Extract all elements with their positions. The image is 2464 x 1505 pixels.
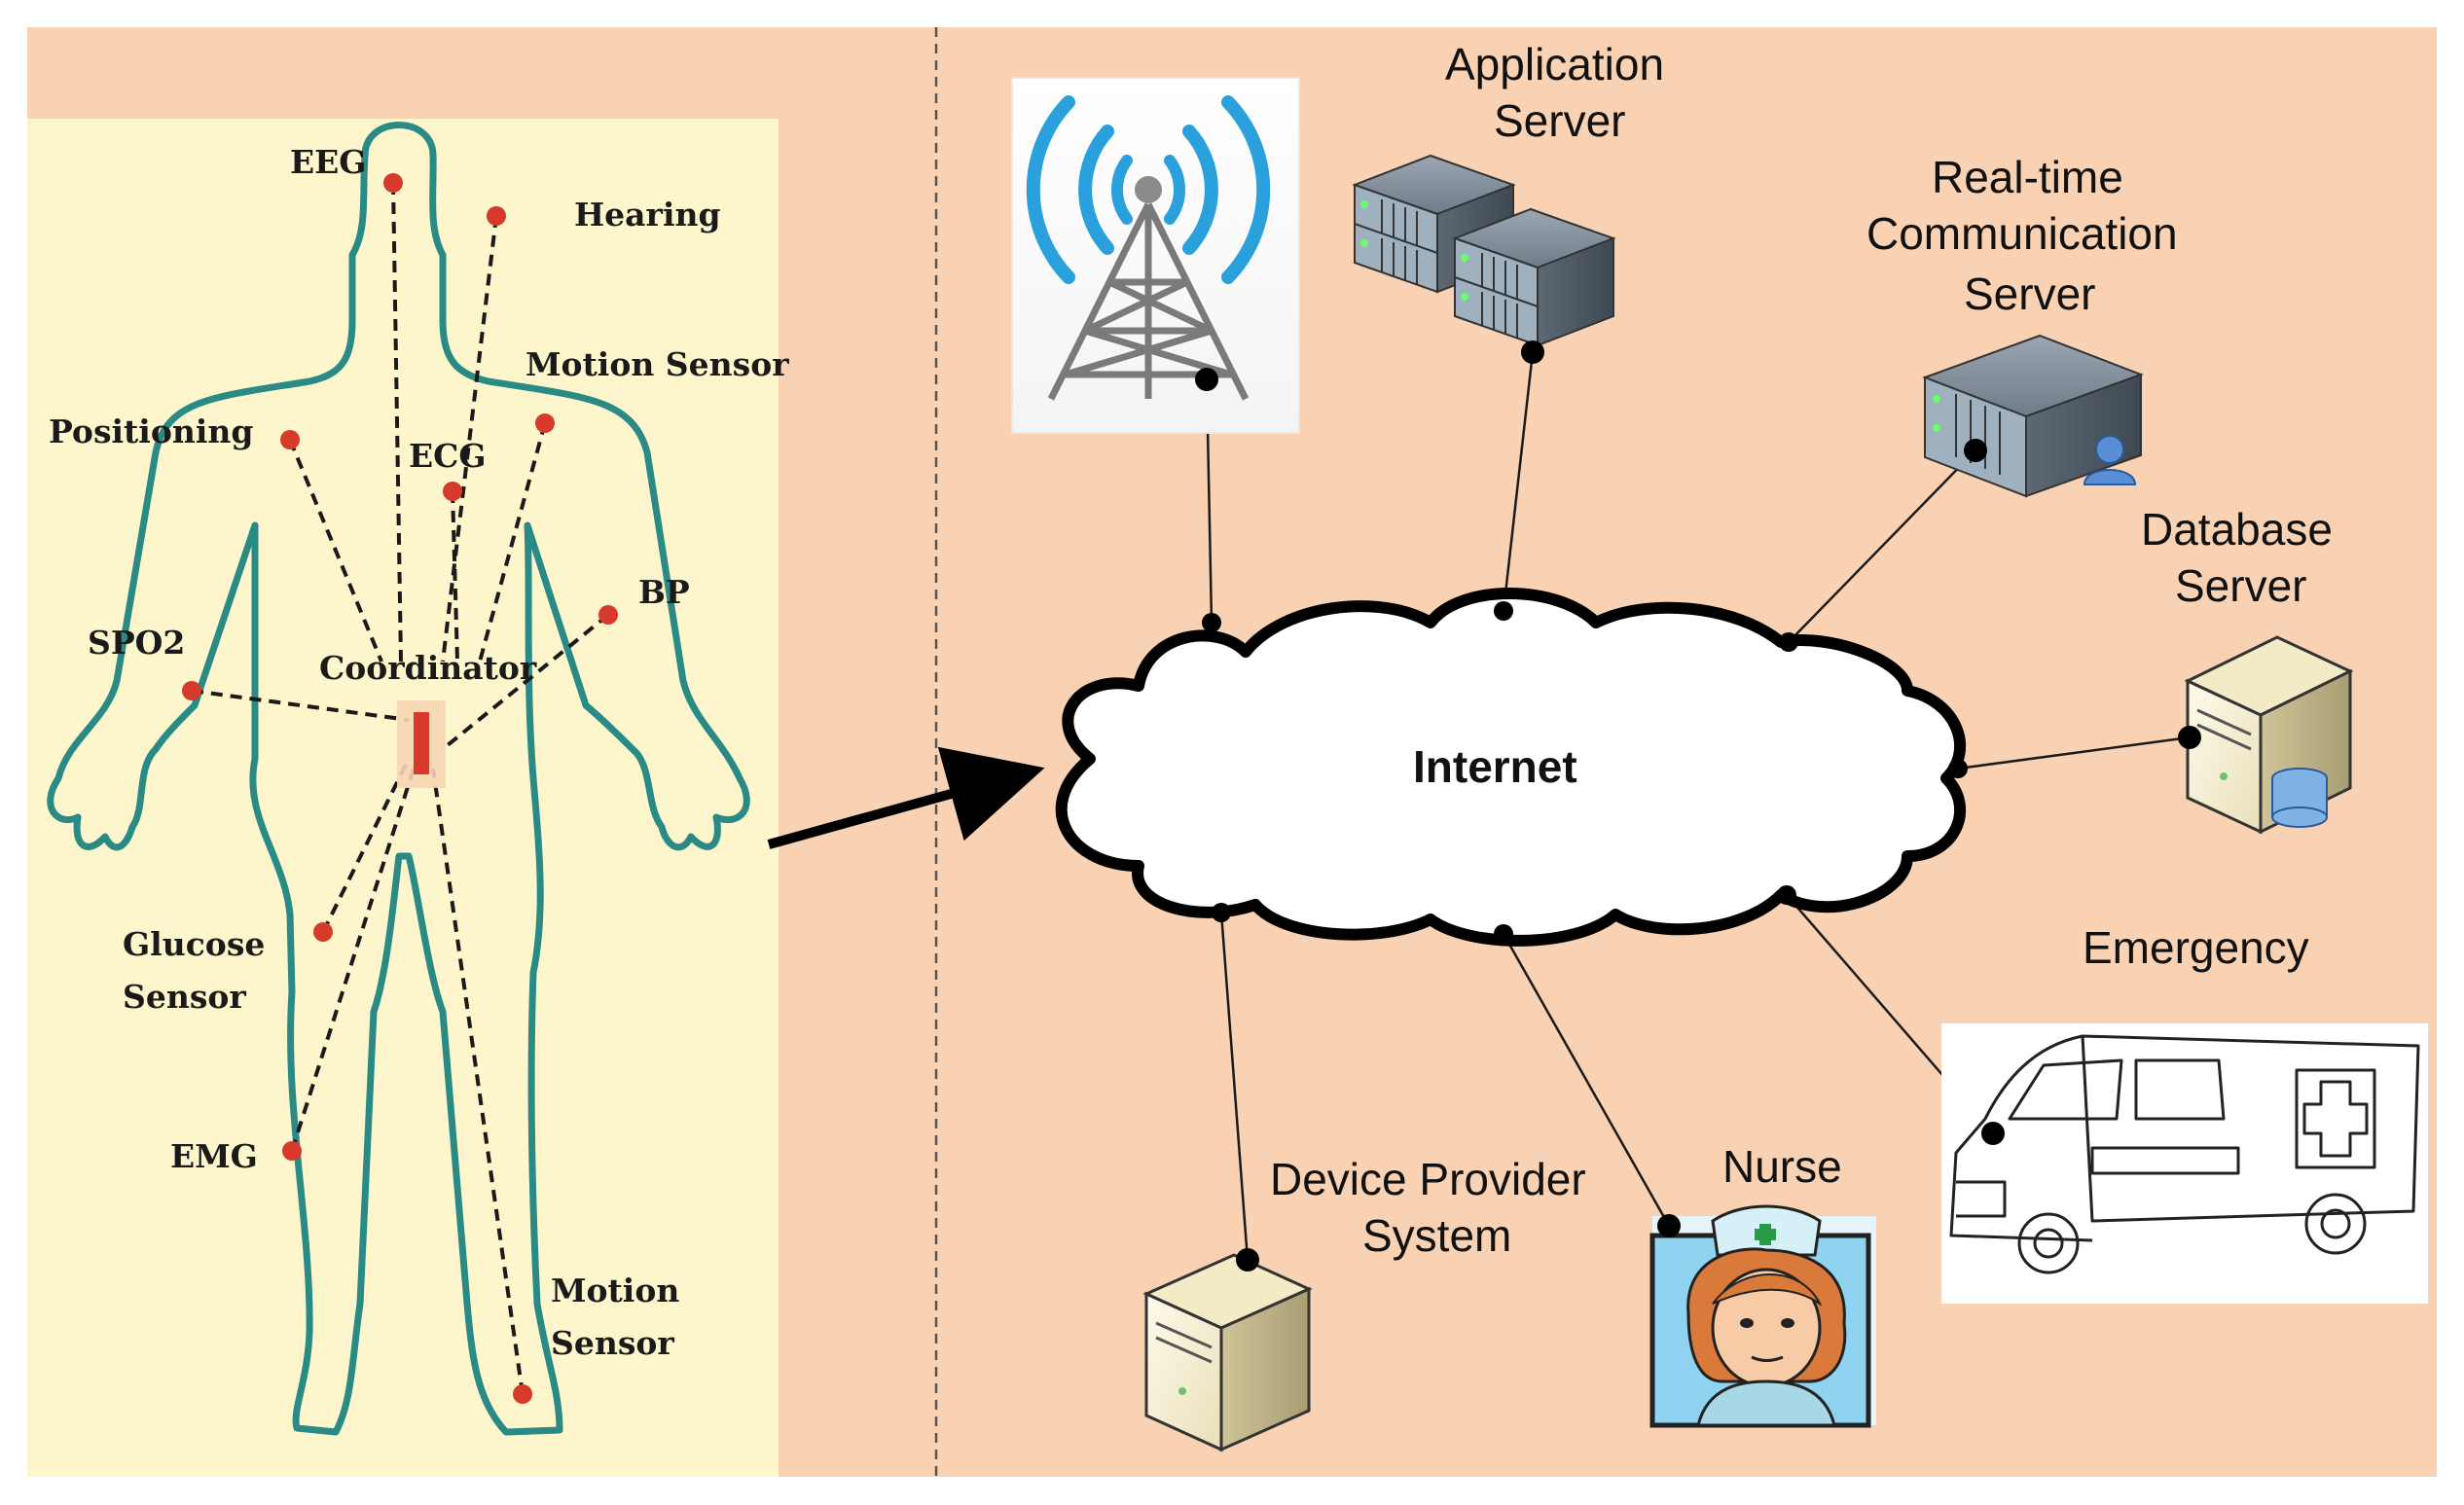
junction-app [1494, 601, 1513, 621]
link-eeg [391, 182, 403, 663]
label-spo2: SPO2 [88, 624, 185, 662]
label-rtc-line2: Communication [1866, 208, 2178, 259]
ambulance-icon [1941, 1023, 2428, 1304]
link-nurse [1502, 933, 1671, 1227]
cloud-junctions [1202, 601, 1968, 944]
sensor-hearing [487, 206, 506, 226]
label-motion-bottom-line1: Motion [551, 1272, 679, 1309]
link-emg [290, 768, 416, 1152]
label-hearing: Hearing [574, 196, 721, 233]
label-glucose-line2: Sensor [123, 978, 246, 1016]
label-bp: BP [638, 573, 690, 611]
server-rack-icon [1352, 154, 1616, 364]
internet-cloud [1055, 588, 1967, 947]
sensor-motion-bottom [513, 1384, 532, 1404]
sensor-positioning [280, 430, 300, 449]
label-internet: Internet [1413, 741, 1577, 792]
link-rtc-server [1788, 449, 1976, 643]
link-glucose [321, 758, 411, 933]
sensors [182, 173, 618, 1404]
label-glucose-line1: Glucose [123, 925, 265, 963]
link-device [1219, 912, 1250, 1261]
label-motion-bottom-line2: Sensor [551, 1324, 674, 1362]
junction-rtc [1779, 632, 1798, 652]
junction-nurse [1494, 924, 1513, 944]
radio-tower-icon [1011, 77, 1300, 434]
link-spo2 [191, 689, 410, 722]
sensor-eeg [383, 173, 403, 193]
link-positioning [288, 439, 383, 663]
link-app-server [1502, 351, 1535, 612]
label-motion-sensor-top: Motion Sensor [525, 345, 789, 383]
label-coordinator: Coordinator [319, 649, 537, 687]
junction-tower [1202, 613, 1221, 632]
junction-device [1212, 903, 1231, 922]
link-ecg [451, 490, 459, 663]
link-hearing [441, 215, 498, 663]
nurse-icon [1649, 1204, 1876, 1428]
label-device-line1: Device Provider [1270, 1154, 1586, 1204]
link-motion-bottom [431, 768, 525, 1395]
label-nurse: Nurse [1722, 1141, 1842, 1192]
junction-ambulance [1777, 885, 1796, 905]
label-emg: EMG [170, 1137, 258, 1175]
sensor-glucose [313, 922, 333, 942]
junction-db [1948, 759, 1968, 778]
label-emergency: Emergency [2083, 922, 2309, 973]
coordinator-device [414, 712, 429, 774]
label-eeg: EEG [290, 143, 367, 181]
label-ecg: ECG [409, 437, 487, 475]
sensor-motion-top [535, 413, 555, 433]
label-rtc-line1: Real-time [1932, 152, 2123, 202]
link-motion-top [478, 422, 547, 663]
database-server-icon [2178, 635, 2354, 835]
sensor-links [191, 182, 610, 1395]
link-bp [441, 613, 610, 751]
label-device-line2: System [1362, 1210, 1511, 1261]
human-body-outline [47, 122, 750, 1436]
sensor-emg [282, 1141, 302, 1161]
arrow-to-internet [767, 746, 1045, 849]
sensor-ecg [443, 482, 462, 501]
label-app-server-line2: Server [1494, 95, 1625, 146]
sensor-spo2 [182, 681, 201, 700]
sensor-bp [598, 605, 618, 625]
label-db-line2: Server [2175, 560, 2306, 611]
link-db-server [1957, 735, 2191, 770]
label-rtc-line3: Server [1964, 269, 2095, 319]
label-db-line1: Database [2141, 504, 2333, 555]
label-positioning: Positioning [49, 412, 253, 450]
label-app-server-line1: Application [1445, 39, 1664, 90]
server-user-icon [1922, 334, 2144, 498]
desktop-tower-icon [1142, 1248, 1313, 1452]
